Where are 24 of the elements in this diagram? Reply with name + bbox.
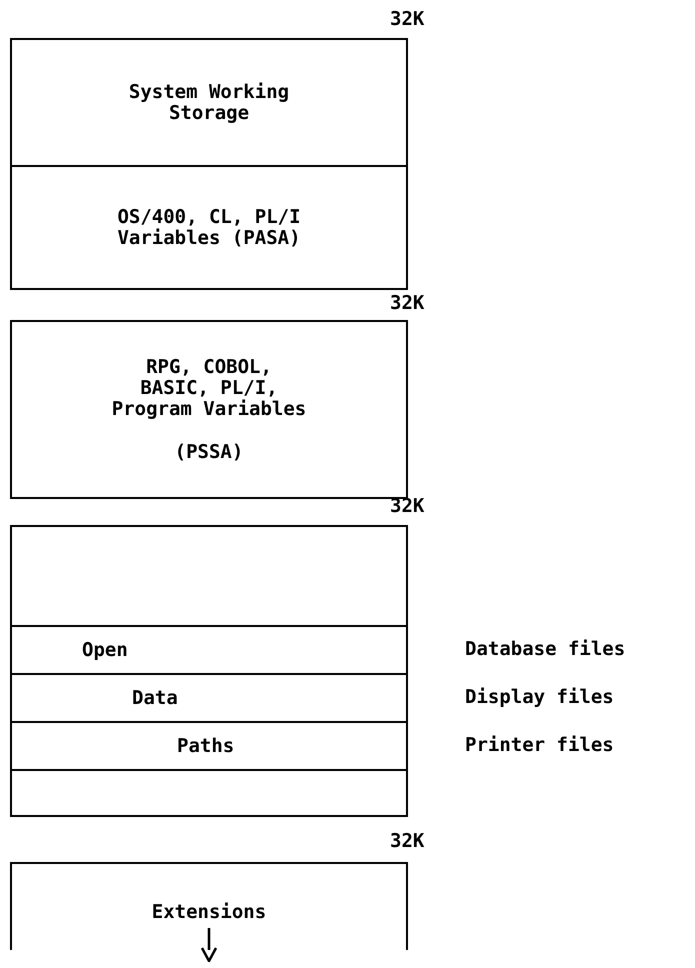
memory-area	[10, 320, 408, 499]
size-label: 32K	[390, 830, 424, 852]
area-note: (PSSA)	[174, 442, 244, 462]
area-label: Extensions	[150, 902, 268, 923]
area-label: RPG, COBOL, BASIC, PL/I, Program Variables	[110, 356, 308, 420]
memory-area	[10, 165, 408, 290]
area-label: Open	[81, 640, 128, 660]
memory-area	[10, 862, 408, 950]
memory-area	[10, 673, 408, 723]
memory-area	[10, 721, 408, 771]
file-type-label: Printer files	[465, 734, 614, 756]
file-type-label: Display files	[465, 686, 614, 708]
empty-memory-area	[10, 525, 408, 627]
memory-area	[10, 38, 408, 167]
empty-memory-area	[10, 769, 408, 817]
size-label: 32K	[390, 8, 424, 30]
area-label: Paths	[176, 736, 234, 756]
area-label: System Working Storage	[128, 82, 290, 124]
area-label: OS/400, CL, PL/I Variables (PASA)	[116, 206, 302, 248]
memory-area	[10, 625, 408, 675]
size-label: 32K	[390, 495, 424, 517]
file-type-label: Database files	[465, 638, 626, 660]
size-label: 32K	[390, 292, 424, 314]
area-label: Data	[131, 688, 178, 708]
